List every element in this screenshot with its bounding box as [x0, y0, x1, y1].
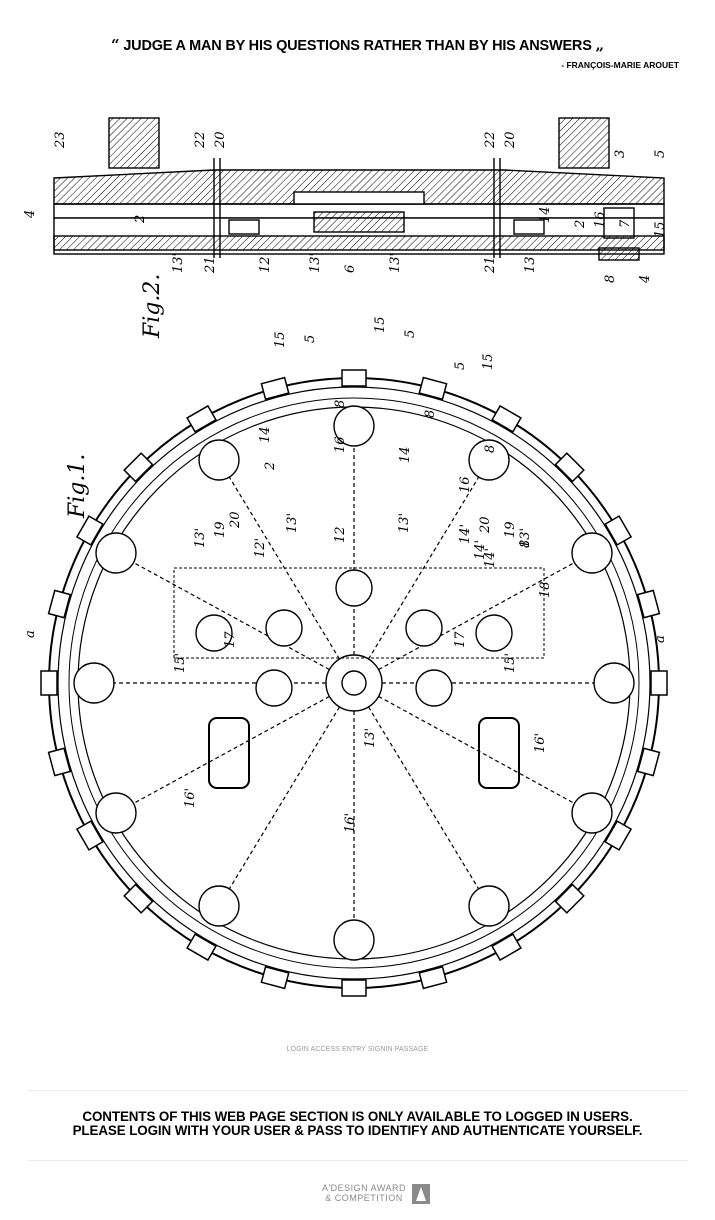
- brand-line-2: & COMPETITION: [325, 1193, 403, 1203]
- quote-close-mark: „: [595, 36, 605, 54]
- fig2-ref-11: 16: [593, 211, 608, 228]
- fig1-ref-25: 13': [518, 528, 533, 548]
- award-logo-icon: [412, 1184, 430, 1204]
- fig1-ref-7: 8: [423, 410, 438, 418]
- fig2-ref-10: 2: [573, 220, 588, 229]
- fig1-ref-22: 14': [458, 524, 473, 544]
- fig1-ref-34: a: [653, 635, 668, 643]
- fig1-ref-1: 5: [303, 335, 318, 343]
- fig2-ref-12: 7: [618, 219, 633, 228]
- notice-line-1: CONTENTS OF THIS WEB PAGE SECTION IS ONL…: [82, 1109, 633, 1124]
- fig1-ref-33: a: [24, 630, 38, 638]
- fig1-ref-2: 15: [373, 316, 388, 333]
- fig2-ref-13: 15: [653, 221, 668, 238]
- fig1-ref-37: 16': [533, 733, 548, 753]
- brand-logo[interactable]: A'DESIGN AWARD & COMPETITION: [300, 1183, 430, 1209]
- fig2-ref-18: 6: [343, 265, 358, 273]
- fig1-ref-29: 17: [453, 631, 468, 648]
- fig1-ref-21: 13': [397, 513, 412, 533]
- fig2-ref-3: 22: [483, 131, 498, 149]
- fig2-ref-16: 12: [258, 256, 273, 273]
- fig1-ref-23: 20: [478, 516, 493, 534]
- fig1-ref-6: 8: [333, 400, 348, 408]
- fig1-ref-3: 5: [403, 330, 418, 338]
- quote-open-mark: “: [111, 36, 120, 54]
- login-caption: LOGIN ACCESS ENTRY SIGNIN PASSAGE: [286, 1046, 429, 1053]
- fig1-ref-4: 5: [453, 362, 468, 370]
- quote-block: “ JUDGE A MAN BY HIS QUESTIONS RATHER TH…: [0, 36, 715, 70]
- fig2-ref-6: 5: [653, 150, 668, 158]
- patent-drawing: Fig.2.: [24, 117, 668, 997]
- fig2-ref-8: 2: [133, 215, 148, 224]
- fig1-ref-19: 13': [285, 513, 300, 533]
- fig2-ref-17: 13': [308, 253, 323, 273]
- fig2-ref-22: 8: [603, 275, 618, 283]
- quote: “ JUDGE A MAN BY HIS QUESTIONS RATHER TH…: [0, 36, 715, 54]
- fig1-ref-38: 13': [363, 728, 378, 748]
- fig2-section: [53, 117, 665, 261]
- fig2-ref-0: 23: [53, 131, 68, 149]
- fig1-plan: [40, 369, 668, 997]
- fig2-ref-7: 4: [24, 210, 38, 219]
- fig1-ref-28: 17: [223, 631, 238, 648]
- fig1-ref-17: 13': [193, 528, 208, 548]
- fig1-ref-31: 15': [173, 653, 188, 673]
- fig2-ref-15: 21: [203, 256, 218, 274]
- login-notice: CONTENTS OF THIS WEB PAGE SECTION IS ONL…: [0, 1110, 715, 1138]
- fig1-ref-27: 18: [538, 581, 553, 598]
- fig1-ref-20: 12: [333, 526, 348, 543]
- fig1-ref-36: 16': [343, 813, 358, 833]
- fig1-ref-0: 15: [273, 331, 288, 348]
- fig1-ref-35: 16': [183, 788, 198, 808]
- fig2-ref-19: 13': [388, 253, 403, 273]
- fig1-ref-5: 15: [481, 353, 496, 370]
- notice-line-2: PLEASE LOGIN WITH YOUR USER & PASS TO ID…: [72, 1123, 643, 1138]
- quote-text: JUDGE A MAN BY HIS QUESTIONS RATHER THAN…: [123, 38, 592, 54]
- fig1-label: Fig.1.: [65, 454, 90, 519]
- fig2-ref-5: 3: [613, 150, 628, 158]
- fig2-ref-4: 20: [503, 131, 518, 149]
- fig1-ref-9: 14: [258, 426, 273, 443]
- fig1-ref-15: 19: [213, 521, 228, 538]
- fig1-ref-14: 8: [518, 540, 533, 548]
- fig2-ref-21: 13: [523, 256, 538, 273]
- fig2-ref-20: 21: [483, 256, 498, 274]
- fig2-label: Fig.2.: [140, 274, 165, 339]
- fig1-ref-30: 14': [473, 540, 488, 560]
- fig2-ref-2: 20: [213, 131, 228, 149]
- divider-top: [28, 1090, 688, 1091]
- fig2-ref-1: 22: [193, 131, 208, 149]
- fig1-ref-26: 14': [483, 548, 498, 568]
- fig2-ref-23: 4: [638, 275, 653, 284]
- fig1-ref-32: 15': [503, 653, 518, 673]
- brand-text: A'DESIGN AWARD & COMPETITION: [322, 1183, 406, 1203]
- fig1-ref-11: 16: [333, 436, 348, 453]
- fig1-ref-10: 2: [263, 462, 278, 471]
- fig1-ref-18: 12': [253, 538, 268, 558]
- fig1-ref-24: 19: [503, 521, 518, 538]
- fig2-ref-14: 13': [171, 253, 186, 273]
- fig1-ref-16: 20: [228, 511, 243, 529]
- fig2-ref-9: 14: [538, 206, 553, 223]
- fig1-ref-13: 16: [458, 476, 473, 493]
- divider-bottom: [28, 1160, 688, 1161]
- fig1-ref-12: 14: [398, 446, 413, 463]
- fig1-ref-8: 8: [483, 445, 498, 453]
- brand-line-1: A'DESIGN AWARD: [321, 1183, 406, 1193]
- quote-author: - FRANÇOIS-MARIE AROUET: [561, 60, 679, 70]
